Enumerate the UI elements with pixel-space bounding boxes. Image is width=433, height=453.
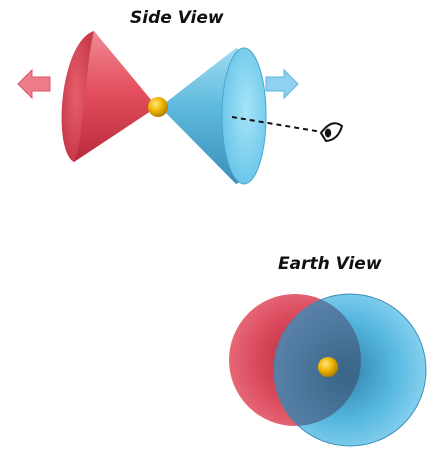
earth-view-title: Earth View <box>278 254 382 274</box>
sun-side-view <box>148 97 168 117</box>
eye-icon <box>319 122 344 143</box>
blue-cone <box>160 47 267 185</box>
line-of-sight <box>231 116 323 133</box>
sun-earth-view <box>318 357 338 377</box>
arrow-left-icon <box>17 68 51 100</box>
side-view-title: Side View <box>130 8 224 28</box>
red-cone <box>61 31 158 162</box>
arrow-right-icon <box>265 68 299 100</box>
overlap-region <box>274 294 361 426</box>
